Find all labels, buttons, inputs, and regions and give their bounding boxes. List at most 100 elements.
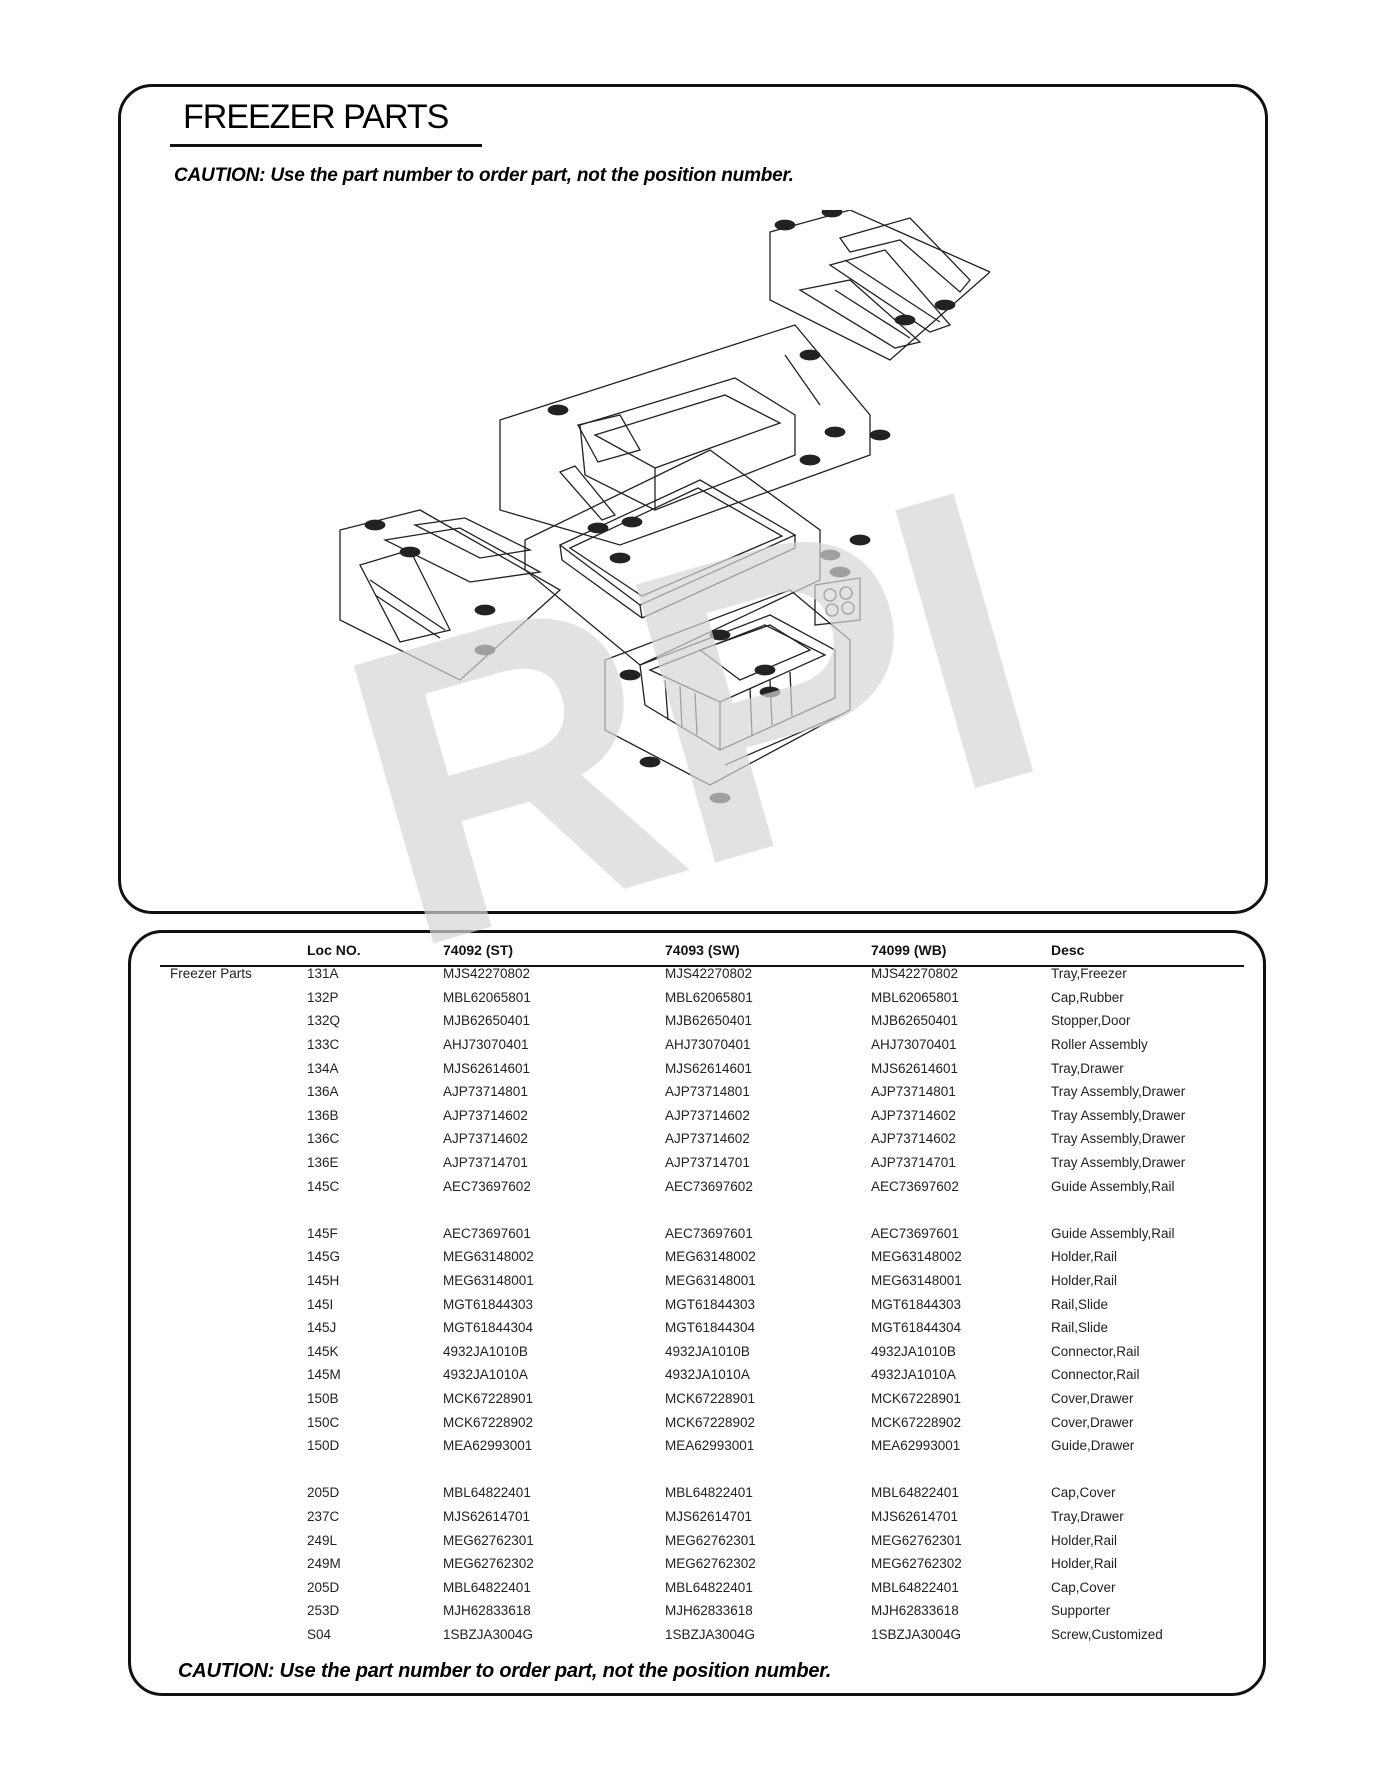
desc-cell: Guide Assembly,Rail [1051,1225,1175,1241]
part-74099-cell: MGT61844303 [871,1296,962,1312]
part-74093-cell: MBL64822401 [665,1485,753,1501]
part-74093-cell: AEC73697601 [665,1225,753,1241]
desc-cell: Rail,Slide [1051,1320,1109,1336]
part-74092-cell: MJS62614701 [443,1508,531,1524]
desc-cell: Guide Assembly,Rail [1051,1178,1175,1194]
desc-cell: Stopper,Door [1051,1013,1131,1029]
callout-136E [849,534,871,546]
group-label-cell [170,1269,307,1293]
group-label-cell [170,1457,307,1481]
group-label-cell [170,1481,307,1505]
group-label-cell [170,1340,307,1364]
part-74093-cell: MGT61844304 [665,1320,756,1336]
rail-holder-drawing [798,217,971,349]
part-74092-cell: AJP73714801 [443,1084,528,1100]
part-74093-cell: MJS42270802 [665,966,753,982]
loc-no-cell: 237C [307,1508,340,1524]
desc-cell: Tray,Drawer [1051,1508,1124,1524]
part-74093-cell: MCK67228901 [665,1390,756,1406]
group-label-cell [170,1575,307,1599]
loc-no-cell: 132P [307,989,339,1005]
part-74093-cell: 4932JA1010A [665,1367,750,1383]
group-label-cell [170,1528,307,1552]
group-label-cell [170,1009,307,1033]
part-74092-cell: AHJ73070401 [443,1037,529,1053]
group-label-cell [170,1505,307,1529]
part-74092-cell: 1SBZJA3004G [443,1626,534,1642]
table-header-row: Loc NO. 74092 (ST) 74093 (SW) 74099 (WB)… [170,938,1251,962]
part-74093-cell: MGT61844303 [665,1296,756,1312]
table-row [170,1198,1251,1222]
callout-145B [399,546,421,558]
bottom-drawer-drawing [639,614,841,766]
loc-no-cell: 150D [307,1438,340,1454]
callout-137C [619,669,641,681]
callout-136B [799,454,821,466]
part-74093-cell: MJB62650401 [665,1013,753,1029]
part-74092-cell: MJS42270802 [443,966,531,982]
group-label-cell [170,1104,307,1128]
caution-top: CAUTION: Use the part number to order pa… [174,165,794,186]
loc-no-cell: 136C [307,1131,340,1147]
part-74092-cell: MJB62650401 [443,1013,531,1029]
callout-145J [474,604,496,616]
callout-134A [819,549,841,561]
callout-145H [894,314,916,326]
part-74092-cell: MBL64822401 [443,1485,531,1501]
loc-no-cell [307,1198,443,1222]
desc-cell: Cap,Rubber [1051,989,1124,1005]
part-74093-cell: MJH62833618 [665,1603,753,1619]
group-label-cell [170,1292,307,1316]
loc-no-cell: 134A [307,1060,339,1076]
part-74093-cell: MEG63148002 [665,1249,756,1265]
part-74099-cell: MEG63148001 [871,1273,962,1289]
part-74093-cell: AJP73714602 [665,1131,750,1147]
part-74093-cell: MCK67228902 [665,1414,756,1430]
part-74099-cell: 1SBZJA3004G [871,1626,962,1642]
callout-145A [474,644,496,656]
desc-cell: Cap,Cover [1051,1579,1116,1595]
desc-cell [1051,1457,1251,1481]
group-label-cell [170,1174,307,1198]
loc-no-cell: 131A [307,966,339,982]
callout-132P [621,516,643,528]
desc-cell: Connector,Rail [1051,1343,1140,1359]
desc-cell: Tray Assembly,Drawer [1051,1084,1186,1100]
part-74092-cell: 4932JA1010B [443,1343,528,1359]
part-74099-cell: AJP73714602 [871,1131,956,1147]
header-74093: 74093 (SW) [665,942,740,958]
part-74093-cell: MBL62065801 [665,989,753,1005]
group-label-cell: Freezer Parts [170,966,252,982]
callout-145C [774,219,796,231]
part-74099-cell: AJP73714602 [871,1107,956,1123]
part-74093-cell: MEG63148001 [665,1273,756,1289]
part-74093-cell: AJP73714602 [665,1107,750,1123]
loc-no-cell: 145C [307,1178,340,1194]
header-group [170,938,307,962]
part-74092-cell: AEC73697602 [443,1178,531,1194]
part-74092-cell: 4932JA1010A [443,1367,528,1383]
title-underline [170,144,482,147]
callout-145G [821,210,843,218]
part-74099-cell: MGT61844304 [871,1320,962,1336]
loc-no-cell: 145K [307,1343,339,1359]
loc-no-cell: 249M [307,1556,341,1572]
desc-cell: Holder,Rail [1051,1273,1118,1289]
part-74092-cell: MJH62833618 [443,1603,531,1619]
part-74092-cell: MEG62762301 [443,1532,534,1548]
header-74092: 74092 (ST) [443,942,514,958]
part-74093-cell: AEC73697602 [665,1178,753,1194]
part-74099-cell: MJS62614601 [871,1060,959,1076]
part-74099-cell: MJS62614701 [871,1508,959,1524]
group-label-cell [170,1316,307,1340]
